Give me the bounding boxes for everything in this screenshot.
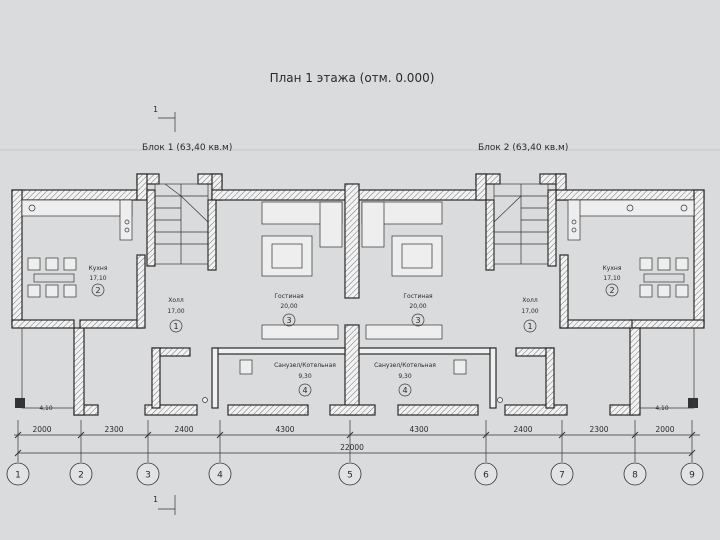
porch-area-left: 4,10 (39, 405, 53, 412)
stair-right (493, 183, 549, 265)
porch-column-left (15, 398, 25, 408)
dim-segment-3: 2400 (174, 425, 193, 434)
room-bath-left: Санузел/Котельная 9,30 4 (274, 362, 336, 397)
axis-label-5: 5 (347, 471, 353, 481)
axis-label-7: 7 (559, 471, 565, 481)
section-mark-bottom: 1 (153, 495, 176, 515)
axis-marker-2: 2 (69, 420, 93, 486)
svg-text:Гостиная: Гостиная (274, 293, 304, 300)
axis-marker-6: 6 (474, 420, 498, 486)
svg-text:1: 1 (527, 322, 532, 331)
svg-text:20,00: 20,00 (409, 303, 426, 310)
axis-label-6: 6 (483, 471, 489, 481)
svg-text:Холл: Холл (522, 297, 538, 304)
room-living-left: Гостиная 20,00 3 (274, 293, 304, 327)
plan-title: План 1 этажа (отм. 0.000) (270, 71, 435, 85)
svg-text:3: 3 (286, 316, 291, 325)
living-furniture-right (361, 201, 443, 340)
axis-marker-8: 8 (623, 420, 647, 486)
svg-text:Санузел/Котельная: Санузел/Котельная (374, 362, 436, 369)
axis-marker-7: 7 (550, 420, 574, 486)
dimension-labels: 2000 2300 2400 4300 4300 2400 2300 2000 … (32, 425, 674, 452)
svg-text:4: 4 (302, 386, 307, 395)
axis-marker-3: 3 (136, 420, 160, 486)
axis-label-2: 2 (78, 471, 84, 481)
stair-left (154, 183, 209, 265)
svg-text:17,10: 17,10 (603, 275, 620, 282)
axis-marker-5: 5 (338, 420, 362, 486)
axis-label-3: 3 (145, 471, 151, 481)
section-mark-top: 1 (153, 105, 176, 132)
block-2-label: Блок 2 (63,40 кв.м) (478, 143, 568, 153)
svg-text:Кухня: Кухня (603, 265, 622, 272)
svg-text:17,10: 17,10 (89, 275, 106, 282)
axis-label-1: 1 (15, 471, 21, 481)
walls (11, 173, 705, 416)
svg-text:Гостиная: Гостиная (403, 293, 433, 300)
room-hall-left: Холл 17,00 1 (167, 297, 185, 333)
dim-segment-6: 2400 (513, 425, 532, 434)
svg-text:9,30: 9,30 (298, 373, 312, 380)
room-bath-right: Санузел/Котельная 9,30 4 (374, 362, 436, 397)
dim-segment-1: 2000 (32, 425, 51, 434)
axis-label-4: 4 (217, 471, 223, 481)
svg-text:9,30: 9,30 (398, 373, 412, 380)
svg-text:1: 1 (173, 322, 178, 331)
kitchen-furniture-left (21, 199, 133, 298)
dim-total: 22000 (340, 443, 364, 452)
living-furniture-left (261, 201, 343, 340)
axis-label-8: 8 (632, 471, 638, 481)
room-kitchen-right: Кухня 17,10 2 (603, 265, 622, 297)
porch-area-right: 4,10 (655, 405, 669, 412)
svg-text:Кухня: Кухня (89, 265, 108, 272)
kitchen-furniture-right (567, 199, 695, 298)
svg-text:2: 2 (609, 286, 614, 295)
room-hall-right: Холл 17,00 1 (521, 297, 539, 333)
svg-text:17,00: 17,00 (521, 308, 538, 315)
svg-text:Холл: Холл (168, 297, 184, 304)
room-kitchen-left: Кухня 17,10 2 (89, 265, 108, 297)
dim-segment-4: 4300 (275, 425, 294, 434)
svg-text:2: 2 (95, 286, 100, 295)
dim-segment-2: 2300 (104, 425, 123, 434)
svg-text:4: 4 (402, 386, 407, 395)
dim-segment-5: 4300 (409, 425, 428, 434)
grid-axes: 1 2 3 4 5 6 7 8 9 (6, 420, 704, 486)
axis-marker-1: 1 (6, 420, 30, 486)
block-1-label: Блок 1 (63,40 кв.м) (142, 143, 232, 153)
axis-marker-4: 4 (208, 420, 232, 486)
svg-text:Санузел/Котельная: Санузел/Котельная (274, 362, 336, 369)
svg-text:1: 1 (153, 495, 158, 504)
dim-segment-8: 2000 (655, 425, 674, 434)
svg-text:1: 1 (153, 105, 158, 114)
axis-label-9: 9 (689, 471, 695, 481)
dimension-lines (14, 434, 700, 454)
bathroom-fixtures (202, 359, 503, 403)
porch-column-right (688, 398, 698, 408)
svg-text:20,00: 20,00 (280, 303, 297, 310)
dim-segment-7: 2300 (589, 425, 608, 434)
axis-marker-9: 9 (680, 420, 704, 486)
svg-text:17,00: 17,00 (167, 308, 184, 315)
room-living-right: Гостиная 20,00 3 (403, 293, 433, 327)
svg-text:3: 3 (415, 316, 420, 325)
